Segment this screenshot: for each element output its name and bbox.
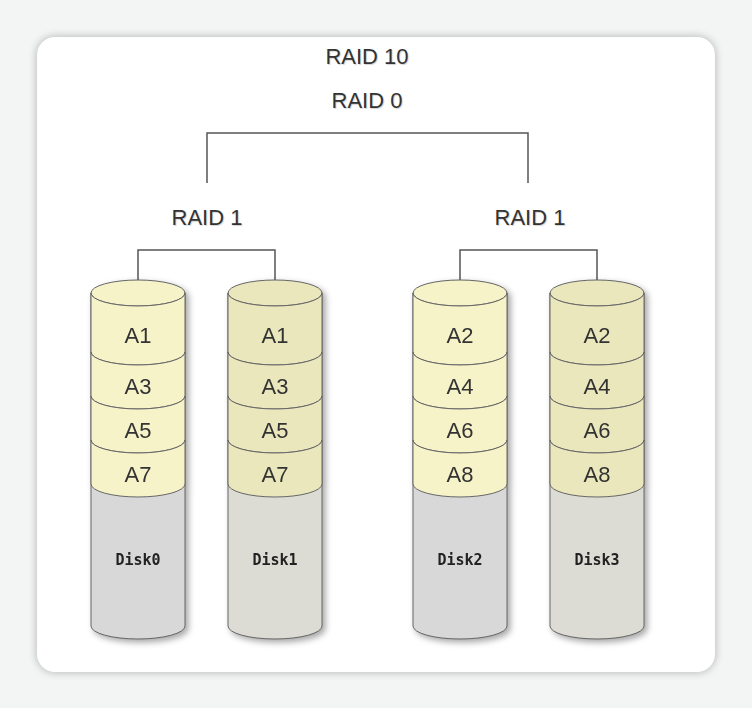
band-shape	[91, 396, 185, 453]
disk-body	[550, 293, 644, 639]
band-shape	[550, 396, 644, 453]
diagram-title: RAID 10	[325, 44, 408, 70]
disk-label: Disk1	[252, 551, 297, 569]
data-block-band: A2	[549, 293, 645, 367]
disk-body	[228, 293, 322, 639]
disk-body	[413, 293, 507, 639]
block-label: A2	[584, 323, 611, 349]
block-label: A7	[125, 462, 152, 488]
raid1-bracket	[138, 250, 275, 281]
data-block-band: A3	[227, 352, 323, 411]
block-label: A3	[262, 374, 289, 400]
data-block-band: A8	[412, 440, 508, 499]
disk-cylinder: Disk1 A1A3A5A7	[227, 279, 323, 643]
disk-label: Disk3	[574, 551, 619, 569]
band-shape	[413, 396, 507, 453]
band-shape	[413, 293, 507, 365]
block-label: A5	[125, 418, 152, 444]
disk-cylinder: Disk2 A2A4A6A8	[412, 279, 508, 643]
block-label: A3	[125, 374, 152, 400]
disk-cylinder: Disk3 A2A4A6A8	[549, 279, 645, 643]
band-shape	[550, 293, 644, 365]
data-block-band: A8	[549, 440, 645, 499]
data-block-band: A1	[90, 293, 186, 367]
block-label: A4	[447, 374, 474, 400]
block-label: A1	[262, 323, 289, 349]
data-block-band: A5	[90, 396, 186, 455]
band-shape	[550, 440, 644, 497]
block-label: A2	[447, 323, 474, 349]
band-shape	[413, 440, 507, 497]
block-label: A4	[584, 374, 611, 400]
raid-level-label: RAID 1	[495, 205, 566, 231]
raid1-bracket	[460, 250, 597, 281]
block-label: A5	[262, 418, 289, 444]
data-block-band: A4	[549, 352, 645, 411]
band-shape	[228, 352, 322, 409]
data-block-band: A6	[412, 396, 508, 455]
data-block-band: A1	[227, 293, 323, 367]
band-shape	[91, 440, 185, 497]
band-shape	[228, 293, 322, 365]
disk-label: Disk0	[115, 551, 160, 569]
disk-label: Disk2	[437, 551, 482, 569]
data-block-band: A2	[412, 293, 508, 367]
block-label: A8	[584, 462, 611, 488]
raid-level-label: RAID 0	[332, 88, 403, 114]
band-shape	[91, 352, 185, 409]
block-label: A1	[125, 323, 152, 349]
data-block-band: A6	[549, 396, 645, 455]
raid-level-label: RAID 1	[172, 205, 243, 231]
disk-body	[91, 293, 185, 639]
data-block-band: A7	[90, 440, 186, 499]
band-shape	[413, 352, 507, 409]
disk-cylinder: Disk0 A1A3A5A7	[90, 279, 186, 643]
data-block-band: A7	[227, 440, 323, 499]
block-label: A7	[262, 462, 289, 488]
data-block-band: A4	[412, 352, 508, 411]
block-label: A6	[447, 418, 474, 444]
band-shape	[91, 293, 185, 365]
band-shape	[228, 440, 322, 497]
band-shape	[228, 396, 322, 453]
block-label: A8	[447, 462, 474, 488]
raid0-bracket	[207, 133, 528, 183]
data-block-band: A3	[90, 352, 186, 411]
block-label: A6	[584, 418, 611, 444]
data-block-band: A5	[227, 396, 323, 455]
band-shape	[550, 352, 644, 409]
